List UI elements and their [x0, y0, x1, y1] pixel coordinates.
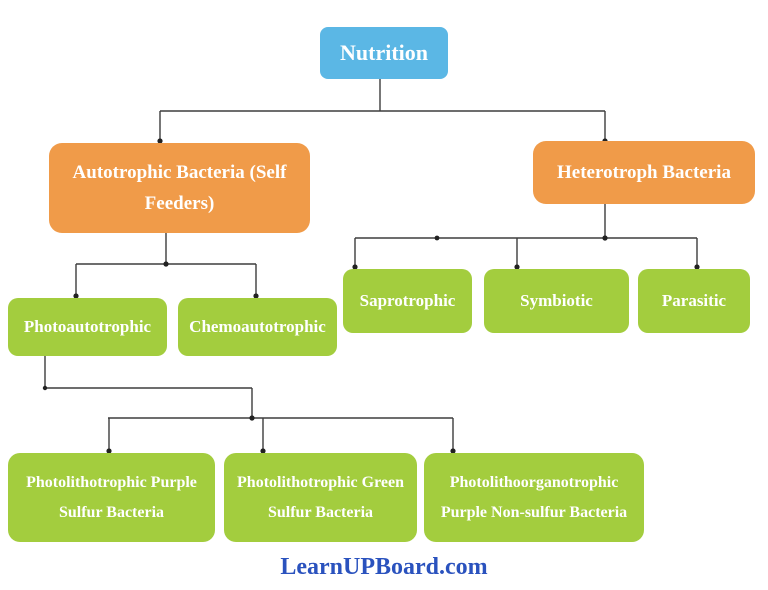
node-symbiotic: Symbiotic — [484, 269, 629, 333]
connector-nutrition-children — [159, 79, 606, 141]
node-photolithotrophic-green-sulfur-label: Photolithotrophic Green Sulfur Bacteria — [237, 473, 404, 521]
node-photoautotrophic: Photoautotrophic — [8, 298, 167, 356]
node-saprotrophic-label: Saprotrophic — [359, 290, 456, 310]
footer-watermark: LearnUPBoard.com — [0, 551, 768, 583]
node-photolithoorganotrophic-purple-nonsulfur-label: Photolithoorganotrophic Purple Non-sulfu… — [440, 473, 628, 521]
node-symbiotic-label: Symbiotic — [520, 290, 593, 310]
node-autotrophic-bacteria-label: Autotrophic Bacteria (Self Feeders) — [72, 161, 287, 214]
node-photolithotrophic-purple-sulfur: Photolithotrophic Purple Sulfur Bacteria — [8, 453, 215, 542]
node-saprotrophic: Saprotrophic — [343, 269, 472, 333]
node-parasitic-label: Parasitic — [661, 290, 727, 310]
node-autotrophic-bacteria: Autotrophic Bacteria (Self Feeders) — [49, 143, 310, 233]
connector-heterotroph-children — [354, 204, 698, 267]
node-nutrition: Nutrition — [320, 27, 448, 79]
node-nutrition-label: Nutrition — [340, 39, 428, 65]
node-photoautotrophic-label: Photoautotrophic — [23, 316, 152, 336]
node-photolithoorganotrophic-purple-nonsulfur: Photolithoorganotrophic Purple Non-sulfu… — [424, 453, 644, 542]
node-photolithotrophic-green-sulfur: Photolithotrophic Green Sulfur Bacteria — [224, 453, 417, 542]
node-chemoautotrophic-label: Chemoautotrophic — [189, 316, 326, 336]
node-photolithotrophic-purple-sulfur-label: Photolithotrophic Purple Sulfur Bacteria — [26, 473, 197, 521]
connector-photoautotrophic-children — [43, 356, 454, 451]
website-text: LearnUPBoard.com — [280, 553, 488, 580]
node-heterotroph-bacteria: Heterotroph Bacteria — [533, 141, 755, 204]
node-chemoautotrophic: Chemoautotrophic — [178, 298, 337, 356]
node-heterotroph-bacteria-label: Heterotroph Bacteria — [557, 161, 731, 183]
node-parasitic: Parasitic — [638, 269, 750, 333]
connector-autotrophic-children — [75, 233, 257, 296]
